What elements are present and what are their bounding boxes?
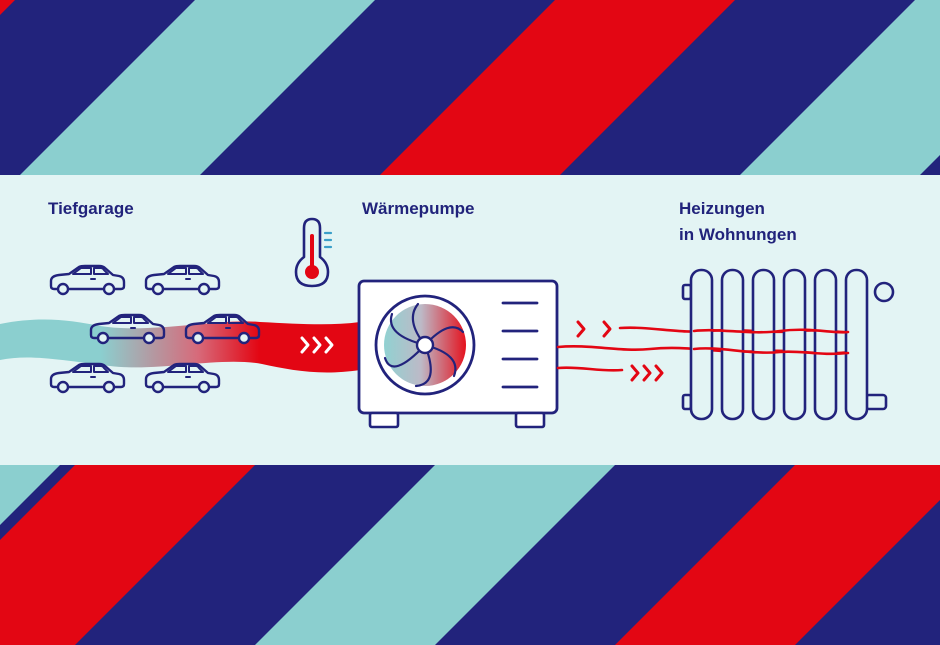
chevron-arrows-icon — [576, 320, 664, 382]
fan-icon — [374, 294, 476, 396]
label-tiefgarage: Tiefgarage — [48, 199, 134, 218]
top-stripe-pattern — [0, 0, 940, 175]
label-heizungen-line2: in Wohnungen — [679, 225, 797, 244]
chevron-arrows-icon — [300, 336, 334, 354]
bottom-stripe-pattern — [0, 465, 940, 645]
label-heizungen: Heizungen in Wohnungen — [679, 196, 797, 248]
thermometer-icon — [294, 217, 333, 288]
radiator-icon — [681, 268, 895, 421]
label-heizungen-line1: Heizungen — [679, 199, 765, 218]
label-waermepumpe: Wärmepumpe — [362, 199, 475, 218]
heat-pump-icon — [357, 279, 559, 429]
